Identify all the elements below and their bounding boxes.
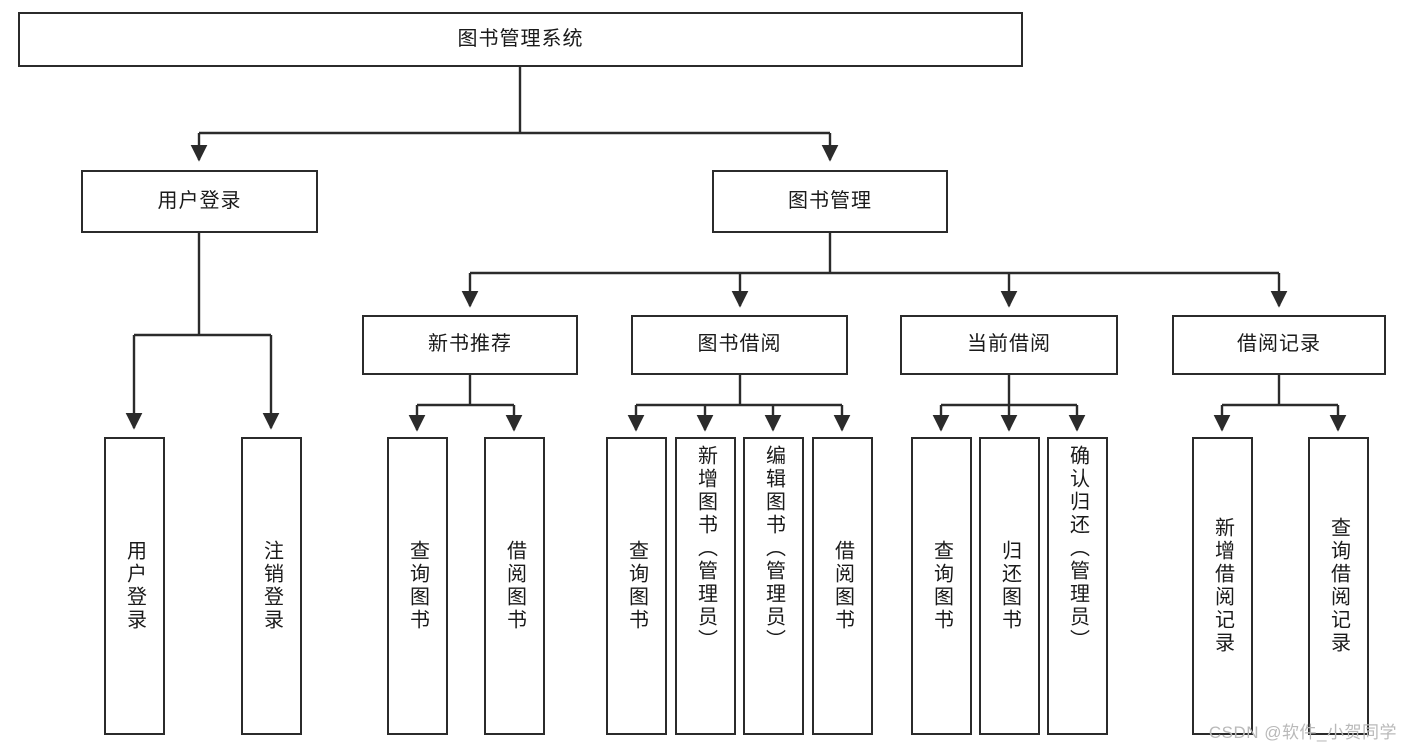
leaf-query-book-1-label: 查询图书 — [406, 540, 429, 632]
node-borrow-record-label: 借阅记录 — [1237, 333, 1321, 356]
leaf-edit-book[interactable]: 编辑图书（管理员） — [743, 437, 804, 735]
leaf-add-book-label: 新增图书（管理员） — [694, 445, 717, 652]
leaf-add-record-label: 新增借阅记录 — [1211, 517, 1234, 655]
node-book-borrow[interactable]: 图书借阅 — [631, 315, 848, 375]
node-root[interactable]: 图书管理系统 — [18, 12, 1023, 67]
node-borrow-record[interactable]: 借阅记录 — [1172, 315, 1386, 375]
leaf-query-book-1[interactable]: 查询图书 — [387, 437, 448, 735]
leaf-query-record-label: 查询借阅记录 — [1327, 517, 1350, 655]
node-book-borrow-label: 图书借阅 — [697, 333, 782, 356]
node-current-borrow[interactable]: 当前借阅 — [900, 315, 1118, 375]
node-book-manage-label: 图书管理 — [788, 189, 872, 212]
leaf-add-book[interactable]: 新增图书（管理员） — [675, 437, 736, 735]
leaf-query-book-2[interactable]: 查询图书 — [606, 437, 667, 735]
leaf-query-book-2-label: 查询图书 — [625, 540, 648, 632]
node-user-login[interactable]: 用户登录 — [81, 170, 318, 233]
leaf-add-record[interactable]: 新增借阅记录 — [1192, 437, 1253, 735]
node-user-login-label: 用户登录 — [157, 189, 242, 212]
leaf-borrow-book-1[interactable]: 借阅图书 — [484, 437, 545, 735]
leaf-user-login-label: 用户登录 — [123, 540, 146, 632]
leaf-confirm-return[interactable]: 确认归还（管理员） — [1047, 437, 1108, 735]
leaf-query-book-3-label: 查询图书 — [930, 540, 953, 632]
leaf-return-book-label: 归还图书 — [998, 540, 1021, 632]
leaf-logout-label: 注销登录 — [260, 540, 283, 632]
leaf-confirm-return-label: 确认归还（管理员） — [1066, 445, 1089, 652]
leaf-query-book-3[interactable]: 查询图书 — [911, 437, 972, 735]
leaf-logout[interactable]: 注销登录 — [241, 437, 302, 735]
node-current-borrow-label: 当前借阅 — [967, 333, 1051, 356]
leaf-borrow-book-2-label: 借阅图书 — [831, 540, 854, 632]
leaf-edit-book-label: 编辑图书（管理员） — [762, 445, 785, 652]
watermark: CSDN @软件_小贺同学 — [1208, 723, 1397, 742]
node-new-book-rec-label: 新书推荐 — [428, 333, 512, 356]
node-book-manage[interactable]: 图书管理 — [712, 170, 948, 233]
node-new-book-rec[interactable]: 新书推荐 — [362, 315, 578, 375]
leaf-user-login[interactable]: 用户登录 — [104, 437, 165, 735]
node-root-label: 图书管理系统 — [457, 27, 584, 50]
leaf-return-book[interactable]: 归还图书 — [979, 437, 1040, 735]
leaf-borrow-book-2[interactable]: 借阅图书 — [812, 437, 873, 735]
leaf-borrow-book-1-label: 借阅图书 — [503, 540, 526, 632]
leaf-query-record[interactable]: 查询借阅记录 — [1308, 437, 1369, 735]
